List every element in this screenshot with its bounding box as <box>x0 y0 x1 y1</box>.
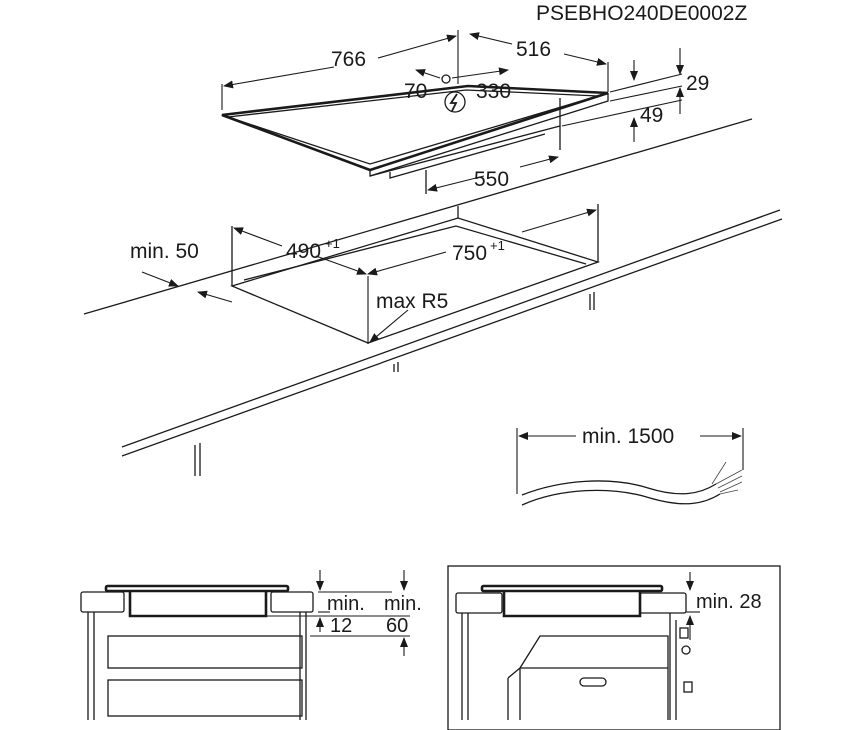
hob-perspective <box>221 84 609 194</box>
dimension-heights: 29 49 <box>561 48 709 142</box>
offset-right-label: 330 <box>476 80 511 103</box>
connection-point-icon <box>441 74 451 84</box>
cutout-width-tolerance: +1 <box>490 238 505 253</box>
min-edge-label: min. 50 <box>130 240 199 263</box>
base-width-label: 550 <box>474 168 509 191</box>
offset-left-label: 70 <box>404 80 427 103</box>
cutout-depth-label: 490 <box>286 240 321 263</box>
clearance-2-value-label: 60 <box>386 615 408 637</box>
dimension-cutout-width: 750 +1 <box>367 208 597 276</box>
cable-length-label: min. 1500 <box>582 425 674 448</box>
depth-label: 516 <box>516 38 551 61</box>
side-section-a: min. 12 min. 60 <box>80 570 422 720</box>
height-label: 49 <box>640 104 663 127</box>
clearance-2-top-label: min. <box>384 593 422 615</box>
cutout-depth-tolerance: +1 <box>325 236 340 251</box>
dimension-cutout-depth: 490 +1 <box>233 227 367 275</box>
width-label: 766 <box>331 48 366 71</box>
corner-radius: max R5 <box>367 276 448 344</box>
connection-offsets: 70 330 <box>404 67 511 113</box>
dimension-min-edge: min. 50 <box>130 240 233 303</box>
side-section-b: min. 28 <box>447 565 781 730</box>
dimension-base: 550 <box>427 155 559 192</box>
clearance-label: min. 28 <box>696 591 762 613</box>
corner-radius-label: max R5 <box>376 290 448 313</box>
clearance-1-value-label: 12 <box>330 615 352 637</box>
worktop <box>83 118 783 476</box>
electrical-connection-icon <box>444 91 466 113</box>
cutout-width-label: 750 <box>452 242 487 265</box>
drawing-code: PSEBHO240DE0002Z <box>536 2 747 25</box>
clearance-1-top-label: min. <box>327 593 365 615</box>
dimension-depth: 516 <box>469 32 609 92</box>
dimension-width: 766 <box>221 30 459 110</box>
thickness-label: 29 <box>686 72 709 95</box>
cable: min. 1500 <box>516 425 744 506</box>
